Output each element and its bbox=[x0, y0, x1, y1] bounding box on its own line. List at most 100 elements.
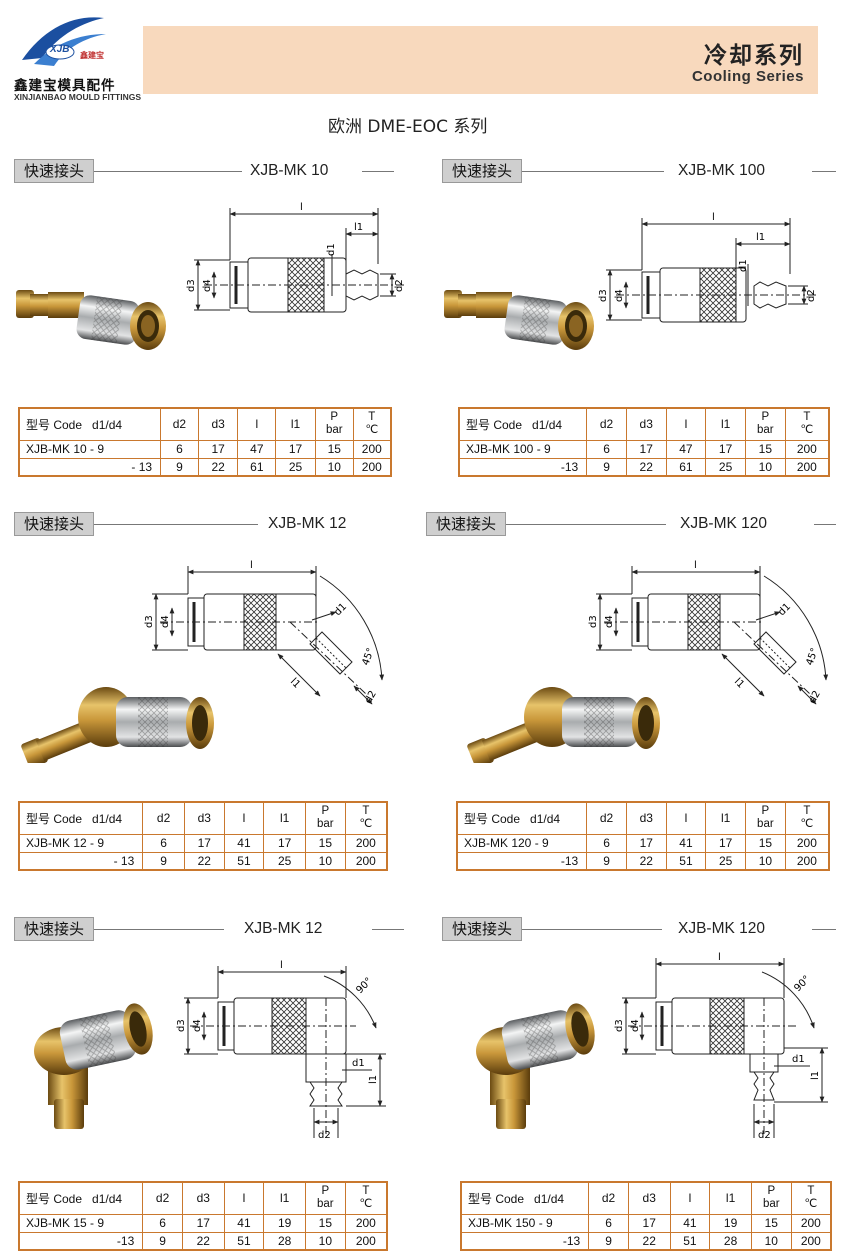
cell-l: 47 bbox=[237, 439, 277, 459]
dim-label-l1: l1 bbox=[354, 222, 363, 233]
dim-label-d4: d4 bbox=[192, 1019, 203, 1032]
logo-swoosh-icon bbox=[22, 17, 106, 66]
elbow-coupling-photo bbox=[34, 1003, 153, 1129]
dim-label-d1: d1 bbox=[352, 1058, 365, 1069]
cell-code: XJB-MK 15 - 9 bbox=[18, 1213, 144, 1233]
cell-l: 41 bbox=[665, 833, 707, 853]
header-d2: d2 bbox=[142, 1181, 183, 1215]
cell-code: XJB-MK 150 - 9 bbox=[460, 1213, 590, 1233]
cell-pressure: 15 bbox=[744, 439, 786, 459]
dim-label-d2: d2 bbox=[318, 1130, 331, 1141]
cell-temperature: 200 bbox=[784, 833, 830, 853]
cell-temperature: 200 bbox=[344, 1213, 388, 1233]
cell-d3: 17 bbox=[183, 833, 225, 853]
cell-pressure: 10 bbox=[314, 457, 354, 477]
section-header-1: 快速接头 XJB-MK 10 bbox=[14, 159, 394, 185]
header-code: 型号 Code d1/d4 bbox=[18, 801, 144, 835]
section-rule bbox=[812, 171, 836, 172]
cell-l: 41 bbox=[223, 833, 265, 853]
cell-d3: 17 bbox=[625, 439, 667, 459]
header-d2: d2 bbox=[142, 801, 185, 835]
table-row: - 13 9 22 61 25 10 200 bbox=[18, 457, 392, 477]
cell-pressure: 10 bbox=[744, 457, 786, 477]
cell-l: 61 bbox=[665, 457, 707, 477]
dim-label-d1: d1 bbox=[738, 259, 749, 272]
header-temperature: T℃ bbox=[344, 801, 388, 835]
cell-pressure: 10 bbox=[304, 1231, 346, 1251]
dim-label-l: l bbox=[280, 960, 283, 971]
cell-d2: 6 bbox=[586, 439, 627, 459]
cell-l: 51 bbox=[669, 1231, 711, 1251]
angled-coupling-drawing: l d3 d4 d1 l1 45° d2 bbox=[144, 560, 385, 706]
dim-label-d2: d2 bbox=[394, 279, 405, 292]
cell-d2: 9 bbox=[586, 457, 627, 477]
section-header-6: 快速接头 XJB-MK 120 bbox=[442, 917, 836, 943]
dim-label-l1: l1 bbox=[368, 1075, 379, 1084]
dim-label-d4: d4 bbox=[614, 289, 625, 302]
cell-d2: 9 bbox=[142, 1231, 183, 1251]
section-model: XJB-MK 120 bbox=[680, 515, 768, 532]
section-tag: 快速接头 bbox=[14, 512, 94, 536]
cell-d3: 22 bbox=[625, 457, 667, 477]
dim-label-l: l bbox=[250, 560, 253, 571]
header-l1: l1 bbox=[705, 801, 746, 835]
header-l1: l1 bbox=[705, 407, 746, 441]
dim-label-angle90: 90° bbox=[792, 974, 812, 994]
header-code: 型号 Code d1/d4 bbox=[458, 407, 588, 441]
cell-d2: 9 bbox=[588, 1231, 629, 1251]
dim-label-d3: d3 bbox=[614, 1019, 625, 1032]
section-model: XJB-MK 12 bbox=[268, 515, 347, 532]
cell-code: XJB-MK 120 - 9 bbox=[456, 833, 588, 853]
section-model: XJB-MK 120 bbox=[678, 920, 766, 937]
straight-coupling-photo bbox=[444, 290, 594, 350]
cell-l1: 17 bbox=[263, 833, 306, 853]
cell-l: 41 bbox=[669, 1213, 711, 1233]
dim-label-d1: d1 bbox=[332, 601, 349, 618]
cell-d3: 22 bbox=[183, 851, 225, 871]
dim-label-d1: d1 bbox=[776, 601, 793, 618]
straight-coupling-drawing: l l1 d1 d3 d4 d2 bbox=[186, 202, 406, 313]
dim-label-l1: l1 bbox=[732, 676, 746, 690]
header-temperature: T℃ bbox=[344, 1181, 388, 1215]
cell-l1: 25 bbox=[275, 457, 316, 477]
category-title-cn: 冷却系列 bbox=[704, 43, 804, 69]
cell-l: 51 bbox=[223, 1231, 265, 1251]
header-l: l bbox=[665, 407, 707, 441]
dim-label-angle90: 90° bbox=[354, 976, 374, 996]
company-name-en: XINJIANBAO MOULD FITTINGS bbox=[14, 92, 142, 102]
section-rule bbox=[362, 171, 394, 172]
angled-coupling-drawing: l d3 d4 d1 l1 45° d2 bbox=[588, 560, 829, 706]
cell-l1: 17 bbox=[705, 833, 746, 853]
cell-d3: 17 bbox=[197, 439, 239, 459]
table-row: - 13 9 22 51 25 10 200 bbox=[18, 851, 388, 871]
section-rule bbox=[94, 929, 224, 930]
cell-d2: 9 bbox=[160, 457, 199, 477]
table-row: XJB-MK 120 - 9 6 17 41 17 15 200 bbox=[456, 833, 830, 853]
table-row: XJB-MK 12 - 9 6 17 41 17 15 200 bbox=[18, 833, 388, 853]
elbow-coupling-drawing: l d3 d4 d1 l1 d2 90° bbox=[176, 960, 386, 1141]
header-d3: d3 bbox=[625, 801, 667, 835]
cell-code: XJB-MK 12 - 9 bbox=[18, 833, 144, 853]
cell-pressure: 15 bbox=[304, 833, 346, 853]
section-model: XJB-MK 10 bbox=[250, 162, 329, 179]
section-header-2: 快速接头 XJB-MK 100 bbox=[442, 159, 836, 185]
dim-label-d3: d3 bbox=[176, 1019, 187, 1032]
cell-temperature: 200 bbox=[344, 1231, 388, 1251]
cell-d2: 6 bbox=[588, 1213, 629, 1233]
cell-temperature: 200 bbox=[344, 851, 388, 871]
dim-label-d4: d4 bbox=[160, 615, 171, 628]
table-row: XJB-MK 150 - 9 6 17 41 19 15 200 bbox=[460, 1213, 832, 1233]
cell-pressure: 15 bbox=[314, 439, 354, 459]
cell-l: 41 bbox=[223, 1213, 265, 1233]
dim-label-d2: d2 bbox=[363, 689, 379, 706]
cell-temperature: 200 bbox=[784, 851, 830, 871]
section-tag: 快速接头 bbox=[426, 512, 506, 536]
header-temperature: T℃ bbox=[790, 1181, 832, 1215]
